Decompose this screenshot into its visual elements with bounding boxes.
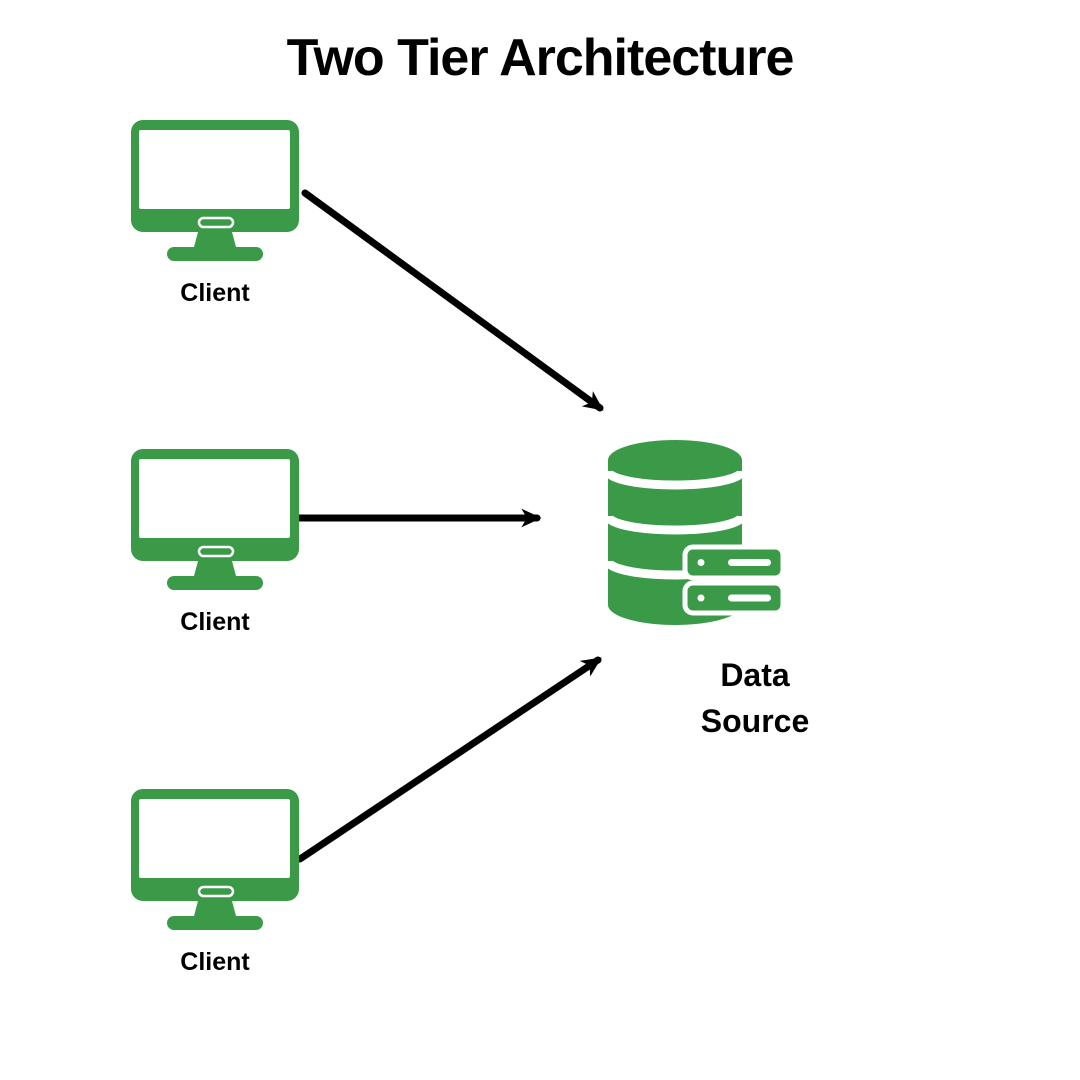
client-label: Client [180,948,250,976]
data-source-label: Data Source [700,657,810,739]
monitor-icon [131,120,299,261]
client-label: Client [180,279,250,307]
monitor-icon [131,449,299,590]
client-node-3: Client [130,787,300,977]
arrow-client3-to-datasource [296,656,602,863]
database-icon [603,440,786,625]
client-node-1: Client [130,118,300,308]
arrow-client1-to-datasource [301,189,604,412]
diagram-title: Two Tier Architecture [286,29,795,87]
monitor-icon [131,789,299,930]
client-node-2: Client [130,447,300,637]
client-label: Client [180,608,250,636]
data-source-node [603,437,790,632]
